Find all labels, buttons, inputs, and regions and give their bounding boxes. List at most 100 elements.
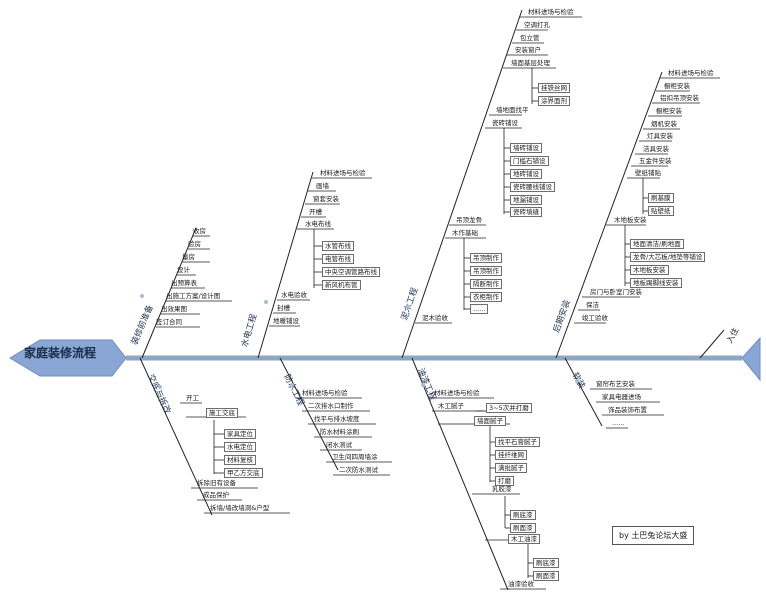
waterproof-item: 二次防水测试 xyxy=(339,466,378,474)
plumbing-item: 材料进场与检验 xyxy=(320,169,366,177)
plumbing-subitem: 中央空调管路布线 xyxy=(322,267,380,277)
prep-item: 签订合同 xyxy=(156,318,182,326)
bone-dot xyxy=(290,383,294,387)
masonry-subitem: 吊顶制作 xyxy=(470,266,502,276)
masonry-item: 墙地面找平 xyxy=(496,106,529,114)
paint-subitem: 满批腻子 xyxy=(495,463,527,473)
bone-dot xyxy=(562,302,566,306)
b4-ticks xyxy=(574,77,720,324)
soft-item: 饰品装饰布置 xyxy=(608,406,647,414)
masonry-item: 吊顶龙骨 xyxy=(456,216,482,224)
plumbing-item: 水电验收 xyxy=(281,291,307,299)
bone-dot xyxy=(140,294,144,298)
masonry-subitem: 隔断制作 xyxy=(470,279,502,289)
masonry-subitem: 吊顶制作 xyxy=(470,253,502,263)
masonry-subitem: 门槛石铺设 xyxy=(510,156,549,166)
prep-item: 设计 xyxy=(177,266,190,274)
bone-b7 xyxy=(411,357,509,591)
prep-item: 出预算表 xyxy=(171,279,197,287)
handover-item: 拆墙/墙改墙洞&户型 xyxy=(210,504,270,512)
waterproof-item: 防水材料涂刷 xyxy=(320,428,359,436)
masonry-item: 材料进场与检验 xyxy=(528,8,574,16)
bone-dot xyxy=(264,300,268,304)
masonry-subitem: ...... xyxy=(470,304,489,314)
handover-item: 施工交底 xyxy=(206,408,238,418)
paint-subitem: 3~5次并打磨 xyxy=(486,403,532,413)
masonry-item: 包立管 xyxy=(520,34,540,42)
soft-item: ...... xyxy=(612,419,625,427)
masonry-subitem: 墙砖铺设 xyxy=(510,143,542,153)
bone-b1 xyxy=(141,227,197,359)
plumbing-item: 开槽 xyxy=(309,208,322,216)
masonry-subitem: 涂界面剂 xyxy=(538,96,570,106)
bone-dot xyxy=(406,305,410,309)
install-subitem: 地板踢脚线安装 xyxy=(630,278,682,288)
paint-subitem: 打磨 xyxy=(495,476,514,486)
paint-item: 木工腻子 xyxy=(438,402,464,410)
install-item: 木地板安装 xyxy=(614,216,647,224)
install-subitem: 龙骨/大芯板/地垫等铺设 xyxy=(630,252,706,262)
handover-subitem: 材料复核 xyxy=(224,455,256,465)
bone-b3 xyxy=(401,9,523,359)
plumbing-item: 地暖铺设 xyxy=(273,317,299,325)
b2-ticks xyxy=(269,177,372,327)
masonry-subitem: 挂铁丝网 xyxy=(538,83,570,93)
install-item: 灯具安装 xyxy=(647,132,673,140)
prep-item: 收房 xyxy=(193,227,206,235)
install-subitem: 贴壁纸 xyxy=(648,206,674,216)
plumbing-subitem: 新风机布管 xyxy=(322,280,361,290)
waterproof-item: 闭水测试 xyxy=(326,441,352,449)
install-item: 壁纸铺贴 xyxy=(635,169,661,177)
masonry-subitem: 瓷砖填缝 xyxy=(510,207,542,217)
install-item: 洁具安装 xyxy=(643,145,669,153)
masonry-subitem: 地砖铺设 xyxy=(510,169,542,179)
plumbing-item: 窗套安装 xyxy=(313,195,339,203)
install-item: 铝扣吊顶安装 xyxy=(660,94,699,102)
install-item: 保洁 xyxy=(586,301,599,309)
paint-subitem: 挂纤维网 xyxy=(495,450,527,460)
bone-b2 xyxy=(257,171,314,359)
waterproof-item: 卫生间四周墙涂 xyxy=(332,453,378,461)
b1-ticks xyxy=(156,235,232,328)
masonry-subitem: 衣柜制作 xyxy=(470,292,502,302)
install-item: 五金件安装 xyxy=(639,157,672,165)
paint-item: 墙面腻子 xyxy=(474,416,506,426)
b6-ticks xyxy=(296,397,392,476)
b3-ticks xyxy=(415,16,582,324)
install-subitem: 地面清洁/刷地面 xyxy=(630,239,684,249)
install-item: 烟机安装 xyxy=(651,120,677,128)
waterproof-item: 材料进场与检验 xyxy=(302,389,348,397)
plumbing-item: 画墙 xyxy=(316,182,329,190)
masonry-subitem: 瓷砖腰线铺设 xyxy=(510,182,555,192)
handover-item: 开工 xyxy=(186,394,199,402)
install-item: 橱柜安装 xyxy=(656,107,682,115)
bone-b5 xyxy=(139,357,213,516)
paint-subitem: 刷底漆 xyxy=(533,558,559,568)
prep-item: 量房 xyxy=(182,253,195,261)
handover-subitem: 家具定位 xyxy=(224,429,256,439)
tail-link xyxy=(699,329,725,359)
b7-ticks xyxy=(428,397,546,590)
bone-dot xyxy=(421,383,425,387)
b8-ticks xyxy=(590,388,664,429)
bone-b4 xyxy=(555,71,663,359)
masonry-item: 安装窗户 xyxy=(515,46,541,54)
plumbing-item: 封槽 xyxy=(277,304,290,312)
paint-item: 油漆验收 xyxy=(508,580,534,588)
credit-box: by 土巴兔论坛大盛 xyxy=(612,526,695,545)
paint-subitem: 刷底漆 xyxy=(510,510,536,520)
masonry-item: 泥木验收 xyxy=(422,314,448,322)
bone-dot xyxy=(575,379,579,383)
paint-item: 材料进场与检验 xyxy=(434,389,480,397)
masonry-subitem: 地漏铺设 xyxy=(510,195,542,205)
plumbing-item: 水电布线 xyxy=(305,220,331,228)
prep-item: 出施工方案/设计图 xyxy=(166,292,221,300)
handover-item: 拆除旧有设备 xyxy=(197,479,236,487)
handover-item: 成品保护 xyxy=(203,491,229,499)
paint-subitem: 找平石膏腻子 xyxy=(495,437,540,447)
install-subitem: 刷基膜 xyxy=(648,193,674,203)
fish-tail xyxy=(741,336,761,382)
paint-subitem: 刷面漆 xyxy=(510,523,536,533)
